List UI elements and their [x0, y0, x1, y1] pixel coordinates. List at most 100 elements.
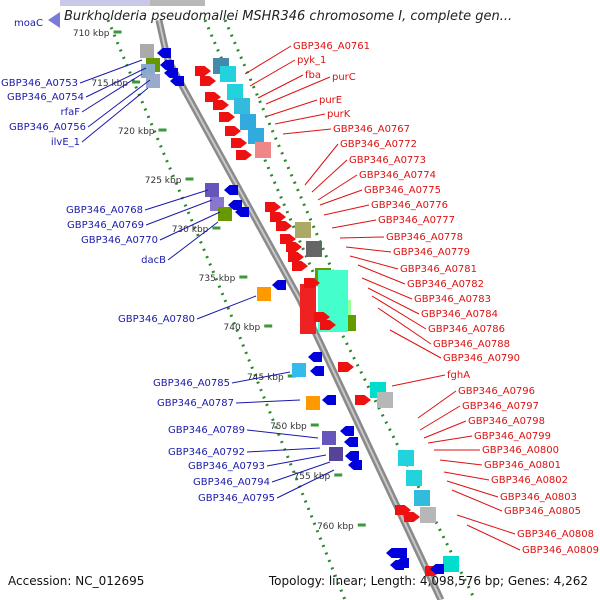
gene-label-left: GBP346_A0787 — [157, 398, 234, 409]
gene-arrow-right — [225, 126, 241, 136]
gene-arrow-left — [344, 437, 358, 447]
scale-tick-label: 755 kbp — [294, 472, 331, 482]
map-title: Burkholderia pseudomallei MSHR346 chromo… — [64, 9, 513, 24]
gene-arrow-right — [205, 92, 221, 102]
gene-leader-line-right — [323, 204, 370, 216]
gene-label-right: GBP346_A0788 — [433, 339, 510, 350]
gene-arrow-right — [200, 76, 216, 86]
gene-leader-line-left — [266, 454, 327, 467]
gene-block-right-red — [300, 284, 316, 334]
gene-label-moac: moaC — [14, 18, 43, 29]
gene-arrow-right — [276, 221, 292, 231]
gene-label-right: GBP346_A0805 — [504, 506, 581, 517]
gene-label-right: GBP346_A0779 — [393, 247, 470, 258]
gene-leader-line-left — [276, 469, 335, 499]
gene-leader-line-left — [145, 199, 213, 226]
gene-leader-line-right — [249, 59, 296, 87]
gene-leader-line-left — [246, 447, 321, 453]
gene-arrow-right — [404, 512, 420, 522]
gene-leader-line-right — [389, 329, 442, 359]
gene-arrow-right — [231, 138, 247, 148]
gene-label-right: GBP346_A0803 — [500, 492, 577, 503]
gene-label-right: GBP346_A0790 — [443, 353, 520, 364]
gene-arrow-left — [310, 366, 324, 376]
gene-arrow-right — [320, 320, 336, 330]
gene-arrow-right — [338, 362, 354, 372]
gene-arrow-left — [390, 560, 404, 570]
gene-label-right: GBP346_A0786 — [428, 324, 505, 335]
gene-leader-line-right — [357, 264, 406, 285]
scale-tick-label: 760 kbp — [317, 522, 354, 532]
genome-stats-text: Topology: linear; Length: 4,098,576 bp; … — [268, 574, 588, 588]
gene-box-right — [398, 450, 414, 466]
scale-tick-label: 735 kbp — [199, 274, 236, 284]
track-dots-inner-right — [203, 19, 327, 301]
gene-leader-line-right — [466, 524, 521, 551]
scale-tick-label: 725 kbp — [145, 176, 182, 186]
gene-label-left: GBP346_A0792 — [168, 447, 245, 458]
gene-arrow-right — [213, 100, 229, 110]
gene-arrow-left — [170, 76, 184, 86]
gene-leader-line-right — [349, 255, 399, 270]
gene-label-left: GBP346_A0785 — [153, 378, 230, 389]
gene-label-right: GBP346_A0796 — [458, 386, 535, 397]
gene-leader-line-right — [391, 374, 446, 387]
gene-leader-line-right — [345, 246, 392, 253]
gene-arrow-left — [308, 352, 322, 362]
scale-tick-label: 740 kbp — [224, 323, 261, 333]
gene-arrow-left — [348, 460, 362, 470]
gene-arrow-left — [340, 426, 354, 436]
gene-arrow-right — [304, 278, 320, 288]
gene-box-right — [443, 556, 459, 572]
gene-label-left: ilvE_1 — [51, 137, 80, 148]
scale-tick-label: 720 kbp — [118, 127, 155, 137]
gene-leader-line-right — [427, 435, 473, 444]
gene-leader-line-right — [367, 287, 420, 315]
gene-leader-line-left — [144, 189, 209, 211]
gene-box-right — [414, 490, 430, 506]
gene-arrow-right — [286, 242, 302, 252]
gene-label-right: GBP346_A0773 — [349, 155, 426, 166]
scale-tick-label: 750 kbp — [270, 422, 307, 432]
gene-arrow-left — [224, 185, 238, 195]
gene-arrow-right — [236, 150, 252, 160]
gene-leader-line-right — [361, 277, 413, 300]
gene-leader-line-left — [85, 67, 147, 98]
gene-box-right — [255, 142, 271, 158]
gene-label-right: fba — [305, 70, 321, 81]
gene-box-left — [306, 396, 320, 410]
gene-box-left — [205, 183, 219, 197]
gene-label-right: GBP346_A0798 — [468, 416, 545, 427]
gene-leader-line-right — [419, 405, 461, 431]
gene-leader-line-left — [196, 295, 257, 320]
gene-arrow-left — [322, 395, 336, 405]
gene-box-left — [329, 447, 343, 461]
gene-label-right: GBP346_A0778 — [386, 232, 463, 243]
gene-box-right — [220, 66, 236, 82]
gene-arrow-moac — [48, 12, 60, 28]
gene-arrow-right — [355, 395, 371, 405]
gene-label-right: GBP346_A0775 — [364, 185, 441, 196]
gene-box-left — [218, 207, 232, 221]
gene-box-left — [292, 363, 306, 377]
gene-leader-line-right — [304, 143, 339, 186]
gene-label-right: GBP346_A0800 — [482, 445, 559, 456]
gene-leader-line-right — [311, 159, 348, 193]
gene-label-left: GBP346_A0770 — [81, 235, 158, 246]
gene-label-left: GBP346_A0789 — [168, 425, 245, 436]
gene-box-right — [306, 241, 322, 257]
scale-tick-label: 715 kbp — [91, 79, 128, 89]
gene-label-right: GBP346_A0802 — [491, 475, 568, 486]
gene-arrow-left — [272, 280, 286, 290]
gene-label-right: GBP346_A0799 — [474, 431, 551, 442]
gene-label-right: GBP346_A0761 — [293, 41, 370, 52]
gene-box-right — [406, 470, 422, 486]
gene-label-right: GBP346_A0772 — [340, 139, 417, 150]
gene-label-right: GBP346_A0767 — [333, 124, 410, 135]
gene-leader-line-right — [319, 189, 363, 206]
gene-label-right: purK — [327, 109, 351, 120]
gene-leader-line-left — [235, 399, 301, 404]
gene-arrow-left — [345, 451, 359, 461]
